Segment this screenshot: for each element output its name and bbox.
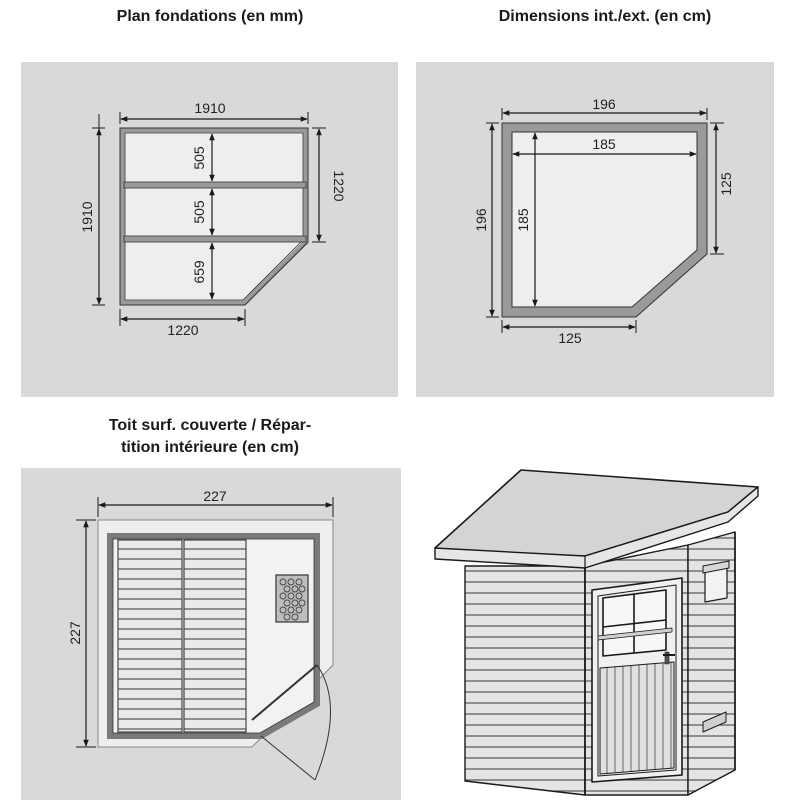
roof-depth-label: 227 xyxy=(67,621,83,645)
door-leaf xyxy=(251,664,318,721)
right-side-label: 125 xyxy=(718,172,734,196)
roof-plan-title-line2: tition intérieure (en cm) xyxy=(121,439,299,456)
cabin-bottom-vent xyxy=(702,711,727,733)
sauna-bench xyxy=(117,539,183,733)
door-handle xyxy=(664,651,670,665)
roof-plan-title-line1: Toit surf. couverte / Répar- xyxy=(108,417,312,434)
cabin-3d-view xyxy=(434,469,759,796)
foundation-beam xyxy=(123,235,307,243)
foundation-slab xyxy=(120,128,308,305)
inner-floor xyxy=(511,131,698,308)
inner-depth-label: 185 xyxy=(515,208,531,232)
roof-width-label: 227 xyxy=(203,488,227,504)
foundation-row-label: 505 xyxy=(191,146,207,170)
foundation-row-label: 659 xyxy=(191,260,207,284)
cabin-roof-fascia xyxy=(434,486,759,569)
foundation-drawing: 1910 1910 1220 1220 505 505 659 xyxy=(79,100,347,338)
foundation-bottom-side-label: 1220 xyxy=(167,322,198,338)
foundation-width-label: 1910 xyxy=(194,100,225,116)
interior-wall xyxy=(107,533,320,739)
sauna-bench xyxy=(183,539,247,733)
foundation-row-label: 505 xyxy=(191,200,207,224)
bottom-side-label: 125 xyxy=(558,330,582,346)
foundation-frame xyxy=(119,127,309,306)
roof-drawing: 227 227 xyxy=(67,488,334,781)
foundation-depth-label: 1910 xyxy=(79,201,95,232)
outer-depth-label: 196 xyxy=(473,208,489,232)
door-swing-arc xyxy=(314,664,331,781)
inner-width-label: 185 xyxy=(592,136,616,152)
outer-width-label: 196 xyxy=(592,96,616,112)
foundation-right-side-label: 1220 xyxy=(331,170,347,201)
foundation-beam xyxy=(123,181,307,189)
dimensions-drawing: 196 185 196 185 125 125 xyxy=(473,96,734,346)
cabin-left-wall xyxy=(464,565,586,796)
door-lower-panel xyxy=(599,661,675,775)
foundation-plan-title: Plan fondations (en mm) xyxy=(116,8,304,25)
heater-stones xyxy=(279,578,306,621)
dimensions-plan-title: Dimensions int./ext. (en cm) xyxy=(498,8,712,25)
